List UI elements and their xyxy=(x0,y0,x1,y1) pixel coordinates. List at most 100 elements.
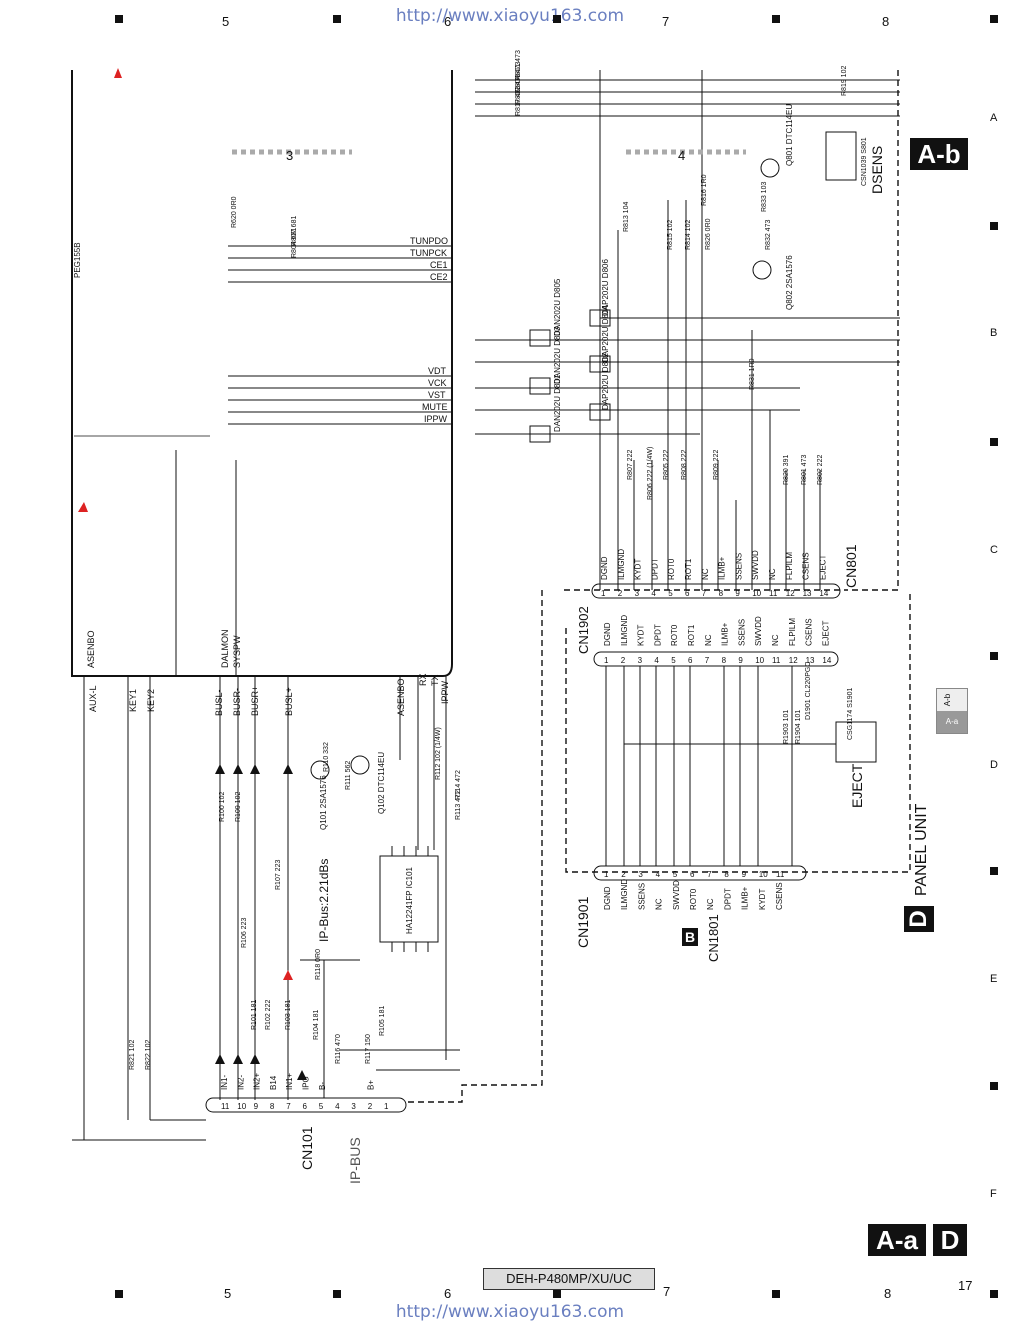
page-number: 17 xyxy=(958,1278,973,1293)
resistor-label: R100 102 xyxy=(219,792,226,822)
cn1901-pin-number: 5 xyxy=(673,870,678,879)
resistor-label: R110 332 xyxy=(323,742,330,772)
resistor-label: R116 470 xyxy=(335,1034,342,1064)
ic-part-label: PEG155B xyxy=(73,242,82,278)
ref-aa: A-a xyxy=(937,711,967,733)
cn1801-label: CN1801 xyxy=(706,914,721,962)
signal-syspw: SYSPW xyxy=(232,635,242,668)
cn801-pin-signal: KYDT xyxy=(634,559,643,580)
resistor-label: R807 681 xyxy=(291,216,298,246)
cn801-pin-signal: DPDT xyxy=(650,558,659,580)
row-d: D xyxy=(990,759,998,771)
resistor-label: R812 473 xyxy=(515,74,522,104)
resistor-label: R106 223 xyxy=(241,918,248,948)
cn1901-pin-number: 3 xyxy=(638,870,643,879)
resistor-label: R113 472 xyxy=(455,790,462,820)
resistor-label: R102 222 xyxy=(265,1000,272,1030)
signal-tunpdo: TUNPDO xyxy=(410,236,448,246)
tag-b: B xyxy=(682,928,698,946)
cn1901-pin-number: 8 xyxy=(724,870,729,879)
cn801-pin-signal: NC xyxy=(701,568,710,580)
cn1902-pin-signal: KYDT xyxy=(637,625,646,646)
cn1902-pin-signal: ROT0 xyxy=(670,624,679,646)
cn1902-pin-number: 11 xyxy=(772,656,781,665)
resistor-label: R826 0R0 xyxy=(705,218,712,250)
resistor-label: R101 181 xyxy=(251,1000,258,1030)
registration-mark xyxy=(990,1082,998,1090)
cn1901-pin-signal: NC xyxy=(655,898,664,910)
cn801-pin-number: 4 xyxy=(651,589,656,598)
url-bottom: http://www.xiaoyu163.com xyxy=(395,1302,625,1322)
cn101-pin-number: 8 xyxy=(270,1102,275,1111)
cn801-pin-number: 7 xyxy=(702,589,707,598)
resistor-label: R808 222 xyxy=(681,450,688,480)
cn101-pin-signal: B- xyxy=(318,1082,327,1090)
cn1902-pin-number: 3 xyxy=(638,656,643,665)
cn1901-pin-number: 1 xyxy=(604,870,609,879)
resistor-label: R819 102 xyxy=(841,66,848,96)
signal-vdt: VDT xyxy=(428,366,447,376)
cn1902-pin-number: 14 xyxy=(822,656,831,665)
cn1902-pin-number: 5 xyxy=(671,656,676,665)
col-8-bottom: 8 xyxy=(884,1286,892,1301)
signal-ce2: CE2 xyxy=(430,272,448,282)
resistor-label: R833 103 xyxy=(761,182,768,212)
registration-mark xyxy=(990,222,998,230)
cn1901-label: CN1901 xyxy=(575,896,591,948)
resistor-label: R111 562 xyxy=(345,761,352,790)
resistor-label: R109 102 xyxy=(235,792,242,822)
registration-mark xyxy=(772,15,780,23)
cn1902-pin-signal: ROT1 xyxy=(687,624,696,646)
cn801-pin-number: 9 xyxy=(735,589,740,598)
resistor-label: R820 391 xyxy=(783,455,790,485)
resistor-label: R114 472 xyxy=(455,770,462,800)
tag-a-a: A-a xyxy=(868,1224,926,1256)
cn801-body xyxy=(591,583,841,599)
cn101-pin-number: 10 xyxy=(237,1102,246,1111)
dap-d802: DAP202U D802 xyxy=(601,353,610,410)
registration-mark xyxy=(115,1290,123,1298)
cn1901-pin-number: 11 xyxy=(776,870,785,879)
cn801-pin-number: 2 xyxy=(618,589,623,598)
resistor-label: R103 181 xyxy=(285,1000,292,1030)
cn801-pin-signal: NC xyxy=(768,568,777,580)
cn101-pin-number: 6 xyxy=(303,1102,308,1111)
q801-label: Q801 DTC114EU xyxy=(785,104,794,166)
cn1901-pin-signal: ILMGND xyxy=(620,879,629,910)
q802-label: Q802 2SA1576 xyxy=(785,255,794,310)
resistor-label: R805 222 xyxy=(663,450,670,480)
csg1174-label: CSG1174 S1901 xyxy=(847,687,854,740)
cn1902-pin-signal: EJECT xyxy=(821,621,830,646)
cn1902-label: CN1902 xyxy=(576,606,591,654)
col-8-top: 8 xyxy=(882,14,890,29)
signal-tx: TX xyxy=(430,674,440,686)
cn1901-pin-number: 10 xyxy=(759,870,768,879)
dsens-label: DSENS xyxy=(869,146,885,194)
cn801-pin-number: 1 xyxy=(601,589,606,598)
registration-mark xyxy=(990,15,998,23)
ic101-body xyxy=(379,855,439,943)
cn1901-pin-signal: CSENS xyxy=(775,882,784,910)
cn801-pin-number: 8 xyxy=(719,589,724,598)
signal-rx: RX xyxy=(418,673,428,686)
resistor-label: R1903 101 xyxy=(783,710,790,744)
cn1902-pin-signal: NC xyxy=(771,634,780,646)
cn801-pin-signal: ROT0 xyxy=(667,558,676,580)
resistor-label: R107 223 xyxy=(275,860,282,890)
registration-mark xyxy=(333,15,341,23)
signal-busr-plus: BUSR+ xyxy=(250,686,260,716)
registration-mark xyxy=(333,1290,341,1298)
resistor-label: R801 473 xyxy=(801,455,808,485)
dap-d806: DAP202U D806 xyxy=(601,259,610,316)
cn1902-pin-number: 12 xyxy=(789,656,798,665)
cn801-pin-signal: FLPILM xyxy=(785,552,794,580)
d1901-label: D1901 CL220PGC xyxy=(805,662,812,720)
resistor-label: R806 222 (1/4W) xyxy=(647,447,654,500)
row-e: E xyxy=(990,973,998,985)
cn1902-pin-number: 4 xyxy=(654,656,659,665)
registration-mark xyxy=(115,15,123,23)
eject-label: EJECT xyxy=(849,763,865,808)
eject-switch-body xyxy=(835,721,877,763)
cn1902-pin-number: 10 xyxy=(755,656,764,665)
dan-d801: DAN202U D801 xyxy=(553,374,562,432)
